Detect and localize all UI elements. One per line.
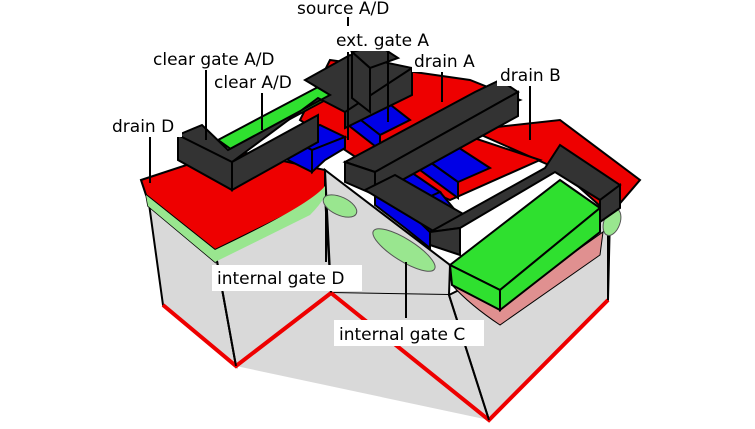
right-gate-front xyxy=(429,226,461,257)
label-clear-gate-ad: clear gate A/D xyxy=(153,50,275,70)
label-internal-gate-c: internal gate C xyxy=(339,325,465,345)
label-internal-gate-d: internal gate D xyxy=(217,269,344,289)
label-drain-a: drain A xyxy=(414,52,475,72)
p-layer-left xyxy=(146,186,325,262)
blue-gate-left-side xyxy=(311,135,346,175)
dark-gates xyxy=(176,43,622,257)
label-drain-b: drain B xyxy=(500,66,561,86)
right-gate-end xyxy=(599,183,621,224)
internal-gate-c-shape xyxy=(372,228,436,272)
label-clear-ad: clear A/D xyxy=(214,73,292,93)
label-ext-gate-a: ext. gate A xyxy=(336,31,429,51)
source-gate-front xyxy=(351,49,371,115)
labels: source A/D ext. gate A drain A clear gat… xyxy=(110,0,569,346)
label-drain-d: drain D xyxy=(112,117,174,137)
internal-gate-d-shape xyxy=(322,194,358,218)
label-source-ad: source A/D xyxy=(297,0,389,19)
clear-gate-side xyxy=(231,113,319,192)
clear-block-side xyxy=(499,205,601,313)
leader-lines xyxy=(149,17,531,318)
